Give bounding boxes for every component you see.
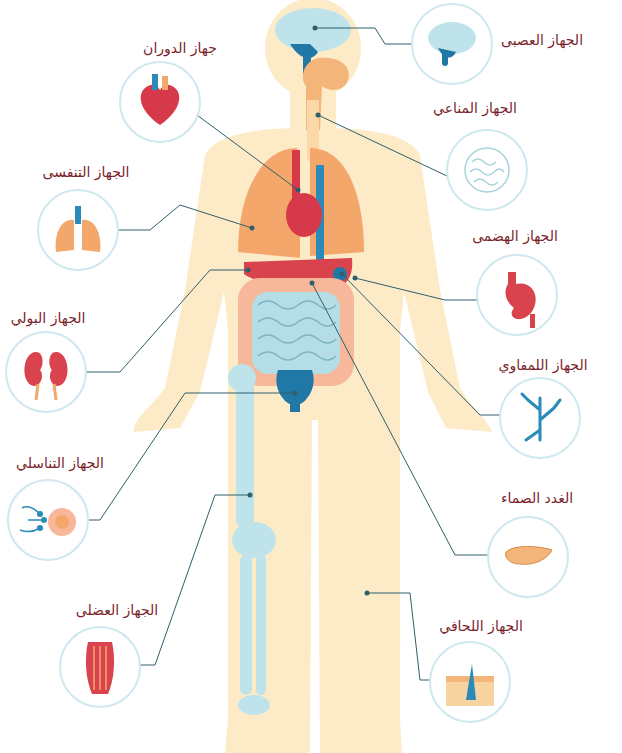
system-label: جهاز الدوران <box>143 39 217 57</box>
system-label: الجهاز العصبى <box>501 31 583 49</box>
bladder <box>276 370 313 412</box>
system-label: الجهاز البولي <box>11 309 86 327</box>
system-label: الجهاز اللحافي <box>439 617 523 635</box>
system-label: الجهاز التنفسى <box>43 163 130 181</box>
system-label: الجهاز المناعي <box>433 99 517 117</box>
leader-lines <box>86 28 500 680</box>
icons <box>20 22 560 706</box>
leg-skeleton <box>228 364 276 715</box>
system-label: الجهاز التناسلي <box>16 454 104 472</box>
system-label: الجهاز اللمفاوي <box>498 356 587 374</box>
icon-circles <box>6 4 580 722</box>
system-label: الغدد الصماء <box>501 489 573 507</box>
heart <box>286 193 322 237</box>
intestines <box>238 278 354 386</box>
brain <box>275 8 351 52</box>
system-label: الجهاز الهضمى <box>472 227 558 245</box>
system-label: الجهاز العضلى <box>76 601 158 619</box>
